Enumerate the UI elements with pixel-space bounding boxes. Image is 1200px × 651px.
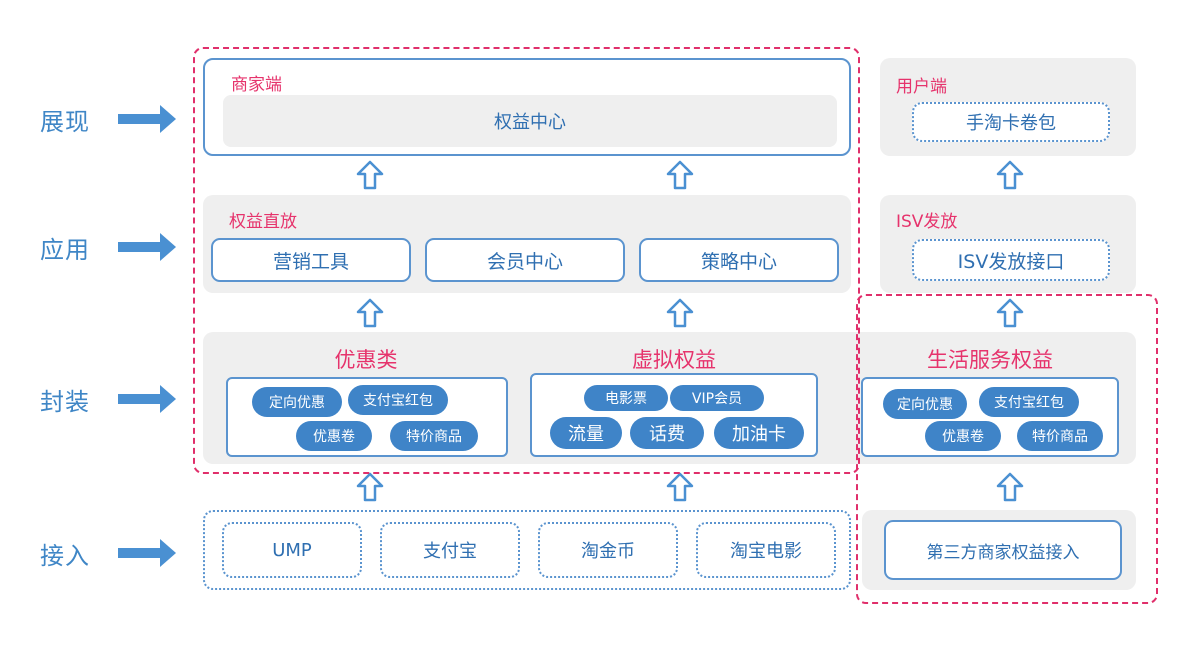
arrow-right-icon (118, 105, 176, 133)
up-arrow-icon (666, 160, 694, 190)
user-panel: 用户端 手淘卡卷包 (880, 58, 1136, 156)
up-arrow-icon (666, 298, 694, 328)
movie-ticket-pill[interactable]: 电影票 (584, 385, 668, 411)
merchant-panel: 商家端 权益中心 (203, 58, 851, 156)
rights-release-title: 权益直放 (229, 212, 297, 232)
up-arrow-icon (356, 298, 384, 328)
up-arrow-icon (356, 472, 384, 502)
alipay-source-box[interactable]: 支付宝 (380, 522, 520, 578)
isv-interface-box[interactable]: ISV发放接口 (912, 239, 1110, 281)
vip-member-pill[interactable]: VIP会员 (670, 385, 764, 411)
layer-label-package: 封装 (40, 388, 90, 416)
up-arrow-icon (996, 298, 1024, 328)
arrow-right-icon (118, 233, 176, 261)
special-price-pill[interactable]: 特价商品 (1017, 421, 1103, 451)
data-traffic-pill[interactable]: 流量 (550, 417, 622, 449)
special-price-pill[interactable]: 特价商品 (390, 421, 478, 451)
coupon-pill[interactable]: 优惠卷 (925, 421, 1001, 451)
discount-group-title: 优惠类 (334, 348, 398, 372)
marketing-tools-box[interactable]: 营销工具 (211, 238, 411, 282)
rights-center-box[interactable]: 权益中心 (223, 95, 837, 147)
up-arrow-icon (996, 472, 1024, 502)
fuel-card-pill[interactable]: 加油卡 (714, 417, 804, 449)
layer-label-application: 应用 (40, 236, 90, 264)
card-wallet-box[interactable]: 手淘卡卷包 (912, 102, 1110, 142)
rights-release-panel: 权益直放 营销工具 会员中心 策略中心 (203, 195, 851, 293)
arrow-right-icon (118, 539, 176, 567)
strategy-center-box[interactable]: 策略中心 (639, 238, 839, 282)
isv-title: ISV发放 (896, 212, 958, 232)
alipay-red-packet-pill[interactable]: 支付宝红包 (348, 385, 448, 415)
merchant-scope-highlight (193, 47, 860, 474)
taojinbi-source-box[interactable]: 淘金币 (538, 522, 678, 578)
third-party-scope-highlight (856, 294, 1158, 604)
third-party-access-box[interactable]: 第三方商家权益接入 (884, 520, 1122, 580)
ump-source-box[interactable]: UMP (222, 522, 362, 578)
third-party-panel: 第三方商家权益接入 (862, 510, 1136, 590)
arrow-right-icon (118, 385, 176, 413)
up-arrow-icon (996, 160, 1024, 190)
life-group-box: 定向优惠 支付宝红包 优惠卷 特价商品 (861, 377, 1119, 457)
user-title: 用户端 (896, 77, 947, 97)
taobao-movie-source-box[interactable]: 淘宝电影 (696, 522, 836, 578)
phone-bill-pill[interactable]: 话费 (630, 417, 704, 449)
access-sources-panel: UMP 支付宝 淘金币 淘宝电影 (203, 510, 851, 590)
targeted-discount-pill[interactable]: 定向优惠 (252, 387, 342, 417)
virtual-group-box: 电影票 VIP会员 流量 话费 加油卡 (530, 373, 818, 457)
alipay-red-packet-pill[interactable]: 支付宝红包 (979, 387, 1079, 417)
targeted-discount-pill[interactable]: 定向优惠 (883, 389, 967, 419)
discount-group-box: 定向优惠 支付宝红包 优惠卷 特价商品 (226, 377, 508, 457)
member-center-box[interactable]: 会员中心 (425, 238, 625, 282)
package-panel: 优惠类 定向优惠 支付宝红包 优惠卷 特价商品 虚拟权益 电影票 VIP会员 流… (203, 332, 1136, 464)
life-group-title: 生活服务权益 (927, 348, 1053, 372)
merchant-title: 商家端 (231, 75, 282, 95)
layer-label-display: 展现 (40, 108, 90, 136)
up-arrow-icon (356, 160, 384, 190)
virtual-group-title: 虚拟权益 (632, 348, 716, 372)
coupon-pill[interactable]: 优惠卷 (296, 421, 372, 451)
up-arrow-icon (666, 472, 694, 502)
isv-panel: ISV发放 ISV发放接口 (880, 195, 1136, 293)
layer-label-access: 接入 (40, 542, 90, 570)
